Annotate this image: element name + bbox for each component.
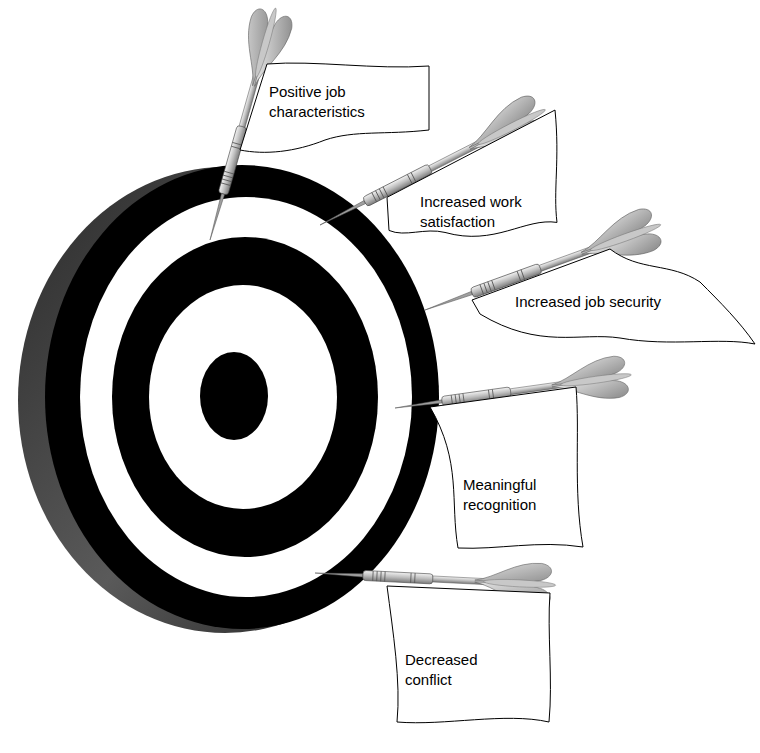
flag-outline — [240, 63, 429, 152]
bullseye — [200, 352, 268, 440]
flag-outline — [387, 586, 550, 723]
flag-label: Meaningful recognition — [428, 380, 585, 550]
flag-outline — [387, 110, 557, 236]
board-ring — [149, 285, 337, 509]
flag-label: Positive job characteristics — [235, 60, 431, 156]
flag-label: Decreased conflict — [385, 580, 555, 725]
flag-shape — [428, 380, 585, 550]
board-ring — [112, 237, 378, 557]
board-ring — [80, 197, 412, 597]
flag-outline — [472, 249, 755, 344]
board-ring — [45, 165, 439, 629]
flag-text: Increased work satisfaction — [420, 192, 552, 233]
flag-text: Positive job characteristics — [269, 82, 399, 123]
flag-text: Decreased conflict — [405, 650, 525, 691]
flag-label: Increased work satisfaction — [385, 100, 559, 247]
flag-text: Meaningful recognition — [463, 475, 573, 516]
flag-outline — [430, 387, 583, 548]
flag-label: Increased job security — [470, 240, 757, 348]
dartboard — [18, 165, 439, 633]
flag-text: Increased job security — [515, 292, 715, 312]
